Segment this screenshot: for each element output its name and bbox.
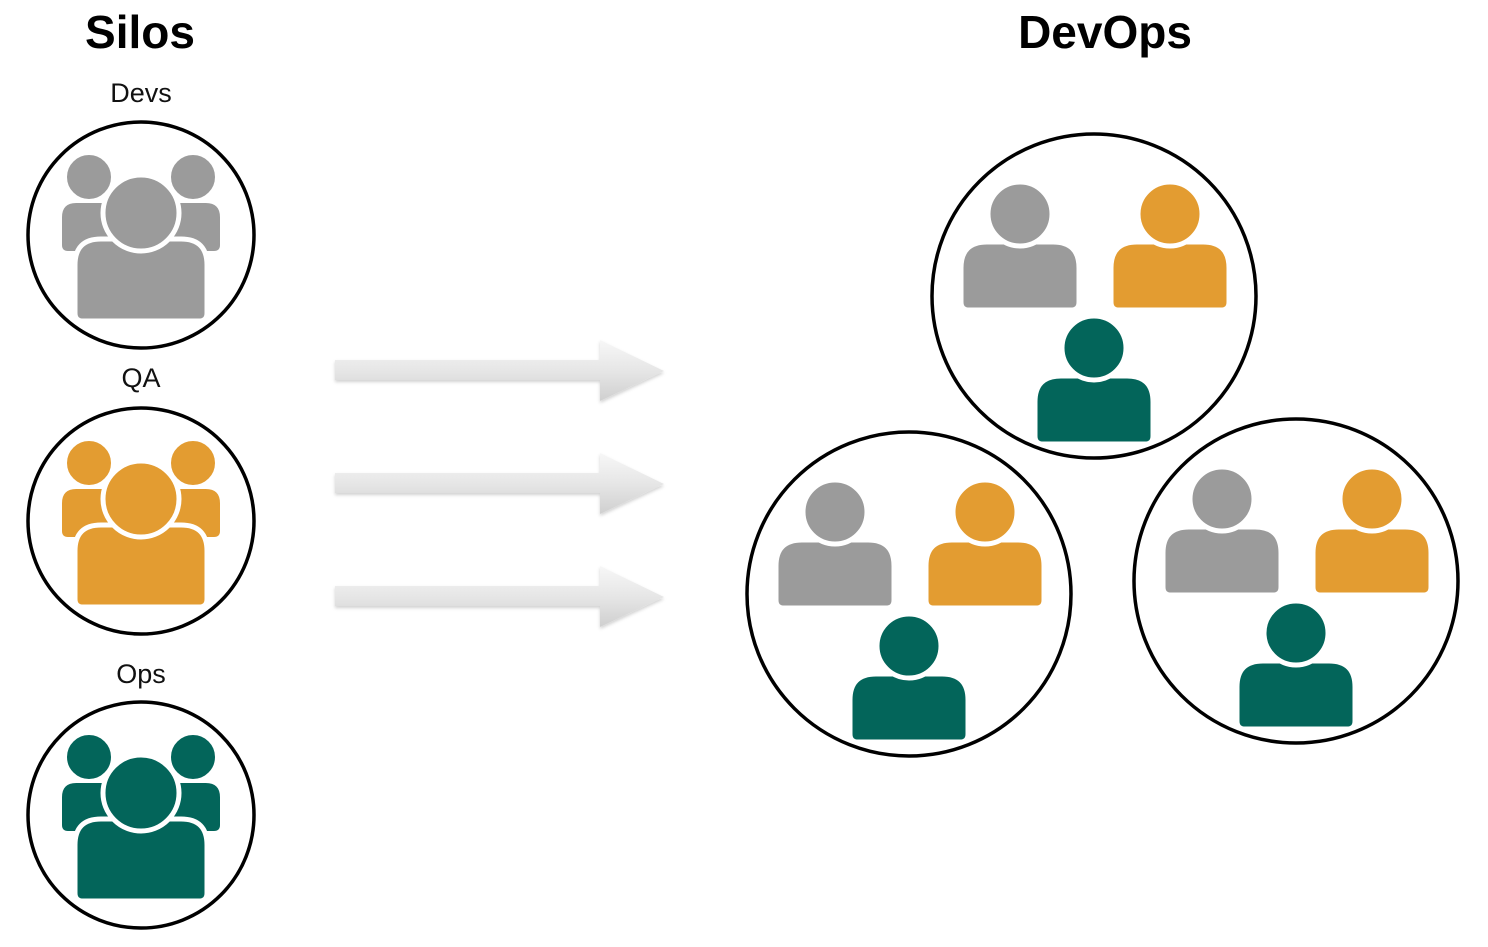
ops-user-icon <box>1234 598 1358 732</box>
user-group-icon <box>58 151 224 324</box>
ops-user-icon <box>847 611 971 745</box>
silo-qa <box>26 406 256 636</box>
devops-team-right <box>1132 417 1460 745</box>
dev-user-icon <box>773 477 897 611</box>
team-members <box>773 477 1047 745</box>
team-members <box>1160 464 1434 732</box>
dev-user-icon <box>958 179 1082 313</box>
dev-user-icon <box>1160 464 1284 598</box>
silos-heading: Silos <box>85 6 195 58</box>
silo-label-qa: QA <box>121 363 161 393</box>
user-icon <box>72 752 210 904</box>
qa-user-icon <box>1310 464 1434 598</box>
qa-user-icon <box>923 477 1047 611</box>
team-members <box>958 179 1232 447</box>
qa-user-icon <box>1108 179 1232 313</box>
silo-ops <box>26 700 256 930</box>
ops-user-icon <box>1032 313 1156 447</box>
right-arrow-icon <box>335 566 664 627</box>
right-arrow-icon <box>335 453 664 514</box>
devops-heading: DevOps <box>1018 6 1192 58</box>
user-icon <box>72 458 210 610</box>
devops-team-top <box>930 132 1258 460</box>
silo-label-ops: Ops <box>116 659 166 689</box>
user-icon <box>72 172 210 324</box>
right-arrow-icon <box>335 340 664 401</box>
silo-label-devs: Devs <box>110 78 172 108</box>
user-group-icon <box>58 731 224 904</box>
devops-team-left <box>745 430 1073 758</box>
user-group-icon <box>58 437 224 610</box>
silo-devs <box>26 120 256 350</box>
